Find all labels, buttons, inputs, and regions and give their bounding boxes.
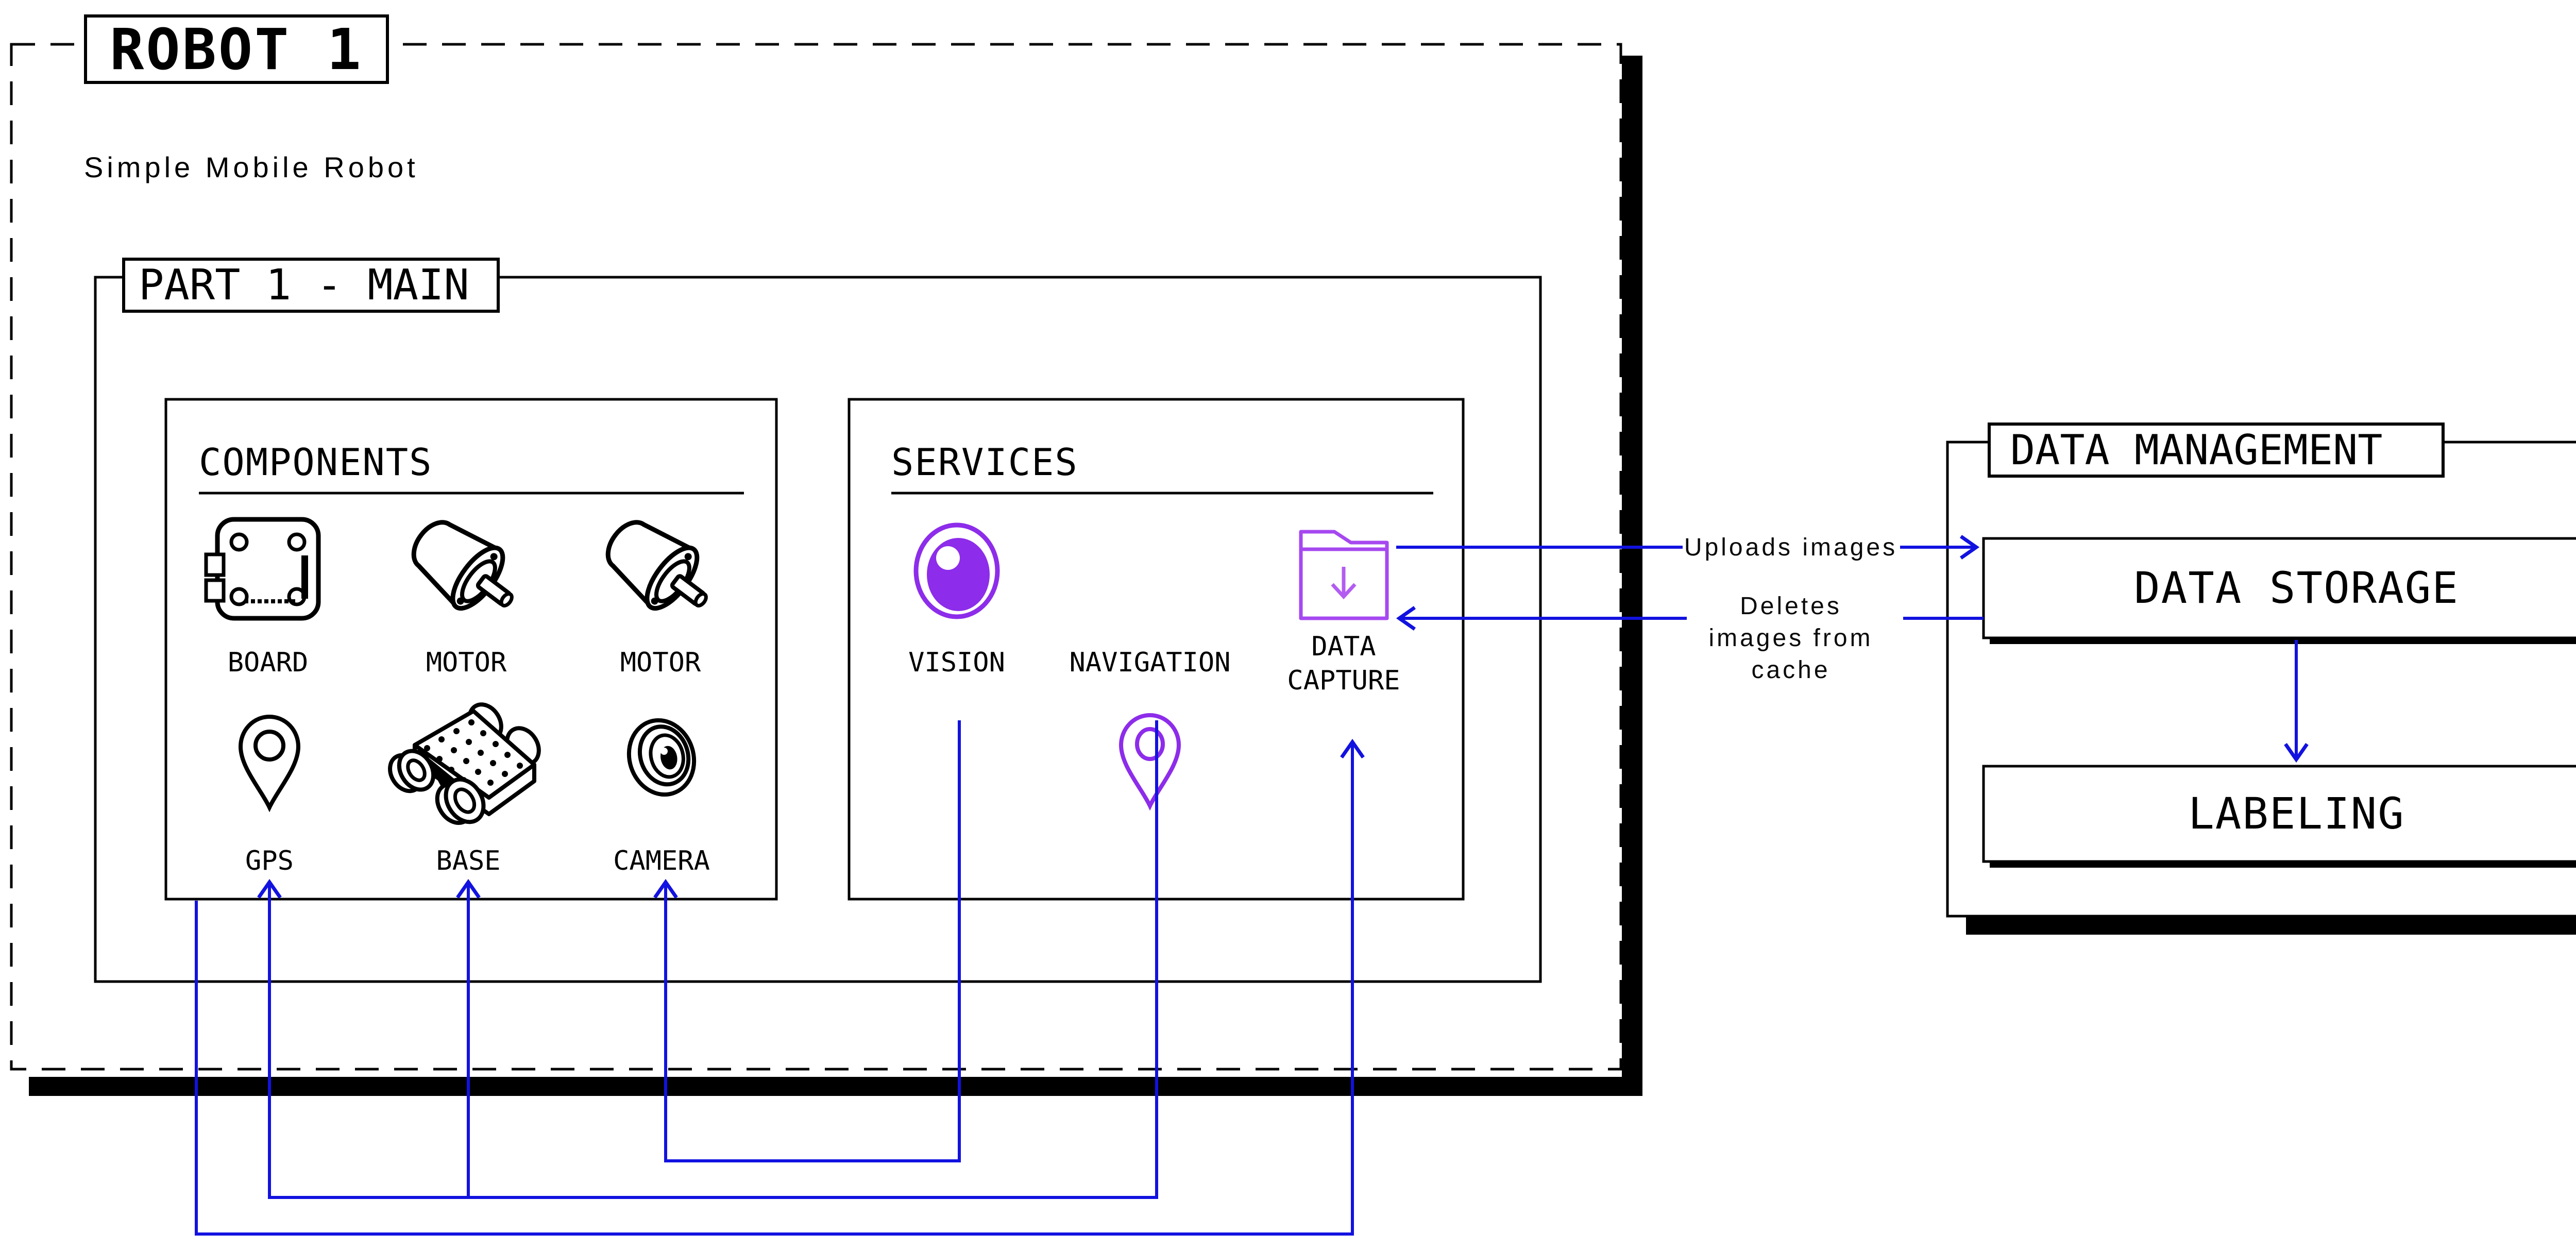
motor-icon <box>411 520 514 611</box>
connectors <box>195 535 2309 1236</box>
components-heading: COMPONENTS <box>199 441 433 484</box>
robot-container-border <box>10 43 1622 1071</box>
board-label: BOARD <box>227 647 309 678</box>
part1-title-box: PART 1 - MAIN <box>122 258 500 313</box>
labeling-label: LABELING <box>2188 788 2405 839</box>
services-heading: SERVICES <box>891 441 1078 484</box>
data-management-title: DATA MANAGEMENT <box>2010 426 2383 474</box>
vision-to-camera-route <box>653 720 961 1162</box>
navigation-label: NAVIGATION <box>1069 647 1231 678</box>
uploads-images-label: Uploads images <box>1684 534 1898 561</box>
gps-label: GPS <box>245 846 294 876</box>
navigation-to-gps-route <box>257 720 1158 1199</box>
vision-label: VISION <box>908 647 1005 678</box>
part1-title: PART 1 - MAIN <box>139 261 469 310</box>
data-storage-label: DATA STORAGE <box>2134 563 2459 613</box>
part1-box <box>94 276 1542 983</box>
base-label: BASE <box>436 846 501 876</box>
data-storage-box <box>1982 537 2576 639</box>
components-to-data-capture-route <box>195 738 1365 1236</box>
dm-box-shadow-bottom <box>1966 916 2576 935</box>
motor-icon <box>605 520 708 611</box>
robot-box-shadow-right <box>1622 56 1642 1095</box>
camera-label: CAMERA <box>613 846 710 876</box>
components-box <box>164 398 778 901</box>
board-icon <box>204 517 321 621</box>
motor-label: MOTOR <box>620 647 701 678</box>
vision-eye-icon <box>913 522 1000 619</box>
labeling-box <box>1982 765 2576 863</box>
data-capture-label: DATA CAPTURE <box>1287 631 1400 696</box>
motor-label: MOTOR <box>426 647 507 678</box>
navigation-pin-icon <box>1118 713 1181 811</box>
deletes-images-label: Deletes images from cache <box>1708 593 1873 684</box>
robot-subtitle: Simple Mobile Robot <box>84 151 419 183</box>
data-capture-folder-icon <box>1299 530 1389 620</box>
robot-box-shadow-bottom <box>29 1077 1642 1096</box>
camera-lens-icon <box>626 718 697 797</box>
base-rover-icon <box>388 702 541 825</box>
data-management-title-box: DATA MANAGEMENT <box>1988 423 2445 478</box>
robot-title-box: ROBOT 1 <box>84 14 389 84</box>
gps-pin-icon <box>238 715 301 813</box>
robot-title: ROBOT 1 <box>110 16 363 82</box>
